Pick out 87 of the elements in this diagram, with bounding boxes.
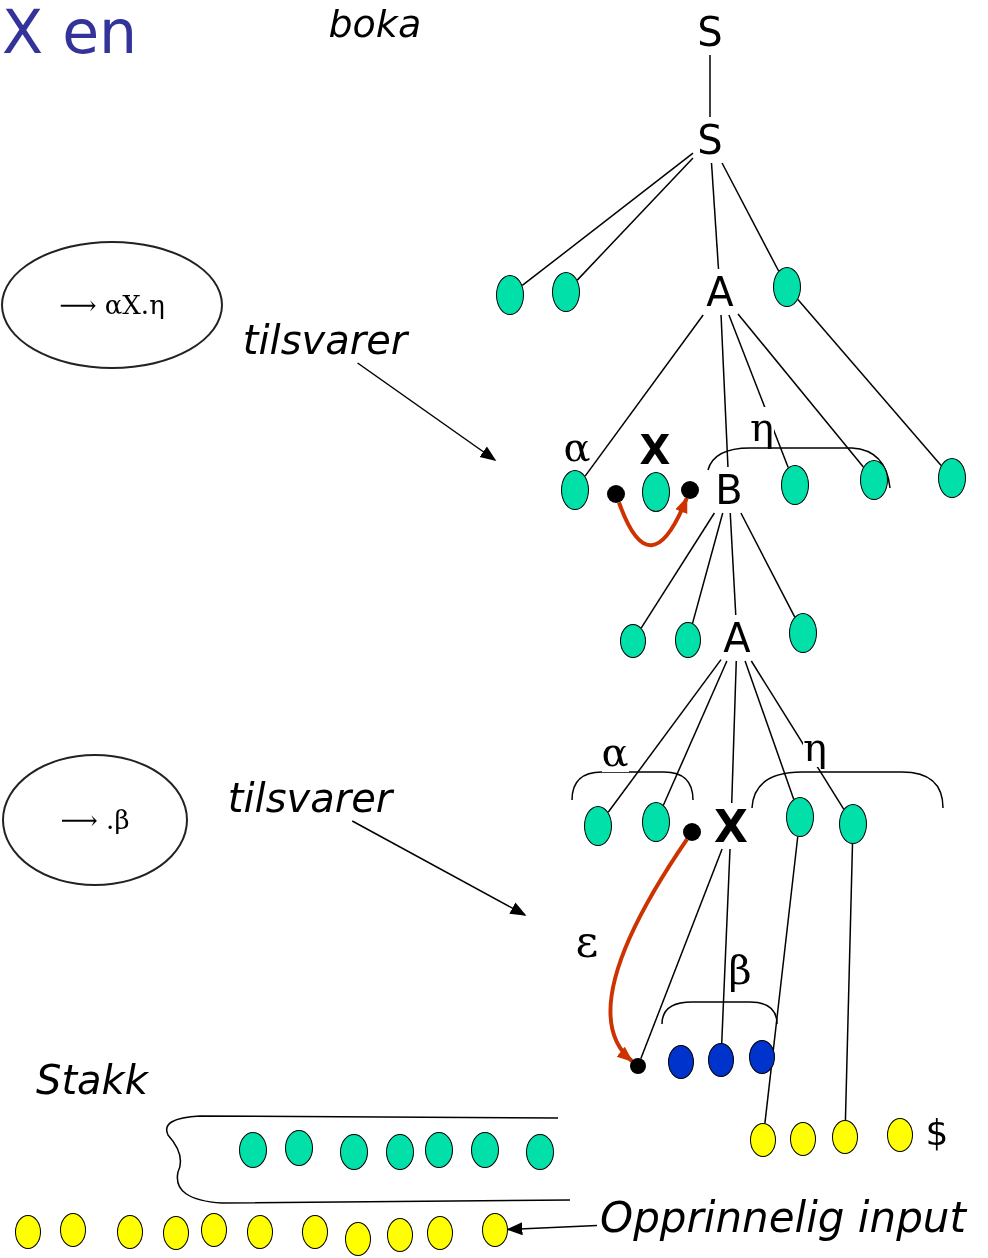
curved-arrow — [608, 838, 689, 1063]
tree-line — [691, 512, 724, 624]
symbol-ellipse — [425, 1132, 453, 1168]
input-symbol-ellipse — [302, 1215, 328, 1249]
symbol-ellipse — [386, 1134, 414, 1170]
symbol-ellipse — [938, 458, 966, 498]
tree-line — [607, 658, 722, 813]
annotation-text: tilsvarer — [221, 775, 399, 821]
tree-line — [584, 314, 704, 477]
tree-line — [721, 848, 731, 1044]
input-symbol-ellipse — [387, 1218, 413, 1252]
tree-symbol: S — [693, 9, 727, 55]
tree-symbol: A — [721, 615, 753, 661]
symbol-ellipse — [496, 275, 524, 315]
symbol-ellipse — [552, 272, 580, 312]
tree-symbol: A — [702, 269, 738, 315]
input-symbol-ellipse — [790, 1122, 816, 1156]
symbol-ellipse — [786, 797, 814, 837]
item-ellipse: ⟶ αX.η — [1, 241, 223, 369]
input-symbol-ellipse — [345, 1222, 371, 1256]
symbol-ellipse — [239, 1132, 267, 1168]
input-symbol-ellipse — [60, 1213, 86, 1247]
symbol-ellipse — [789, 613, 817, 653]
tree-line — [744, 660, 795, 800]
input-symbol-ellipse — [832, 1120, 858, 1154]
symbol-ellipse — [708, 1043, 734, 1077]
symbol-ellipse — [526, 1134, 554, 1170]
symbol-ellipse — [668, 1045, 694, 1079]
tree-line — [797, 298, 942, 467]
tree-line — [662, 660, 728, 806]
symbol-ellipse — [340, 1134, 368, 1170]
tree-symbol: B — [714, 467, 744, 513]
symbol-ellipse — [620, 624, 646, 658]
symbol-label: $ — [925, 1115, 949, 1151]
symbol-ellipse — [561, 470, 589, 510]
position-dot — [683, 823, 701, 841]
symbol-ellipse — [642, 472, 670, 512]
symbol-ellipse — [773, 267, 801, 307]
tree-line — [576, 157, 694, 281]
symbol-ellipse — [839, 804, 867, 844]
symbol-ellipse — [285, 1130, 313, 1166]
tree-line — [721, 162, 780, 272]
annotation-text: Opprinnelig input — [597, 1192, 969, 1242]
curved-arrow — [617, 496, 689, 548]
position-dot — [607, 485, 625, 503]
symbol-ellipse — [471, 1132, 499, 1168]
tree-line — [640, 848, 723, 1060]
input-symbol-ellipse — [201, 1213, 227, 1247]
arrow — [351, 820, 527, 916]
position-dot — [630, 1058, 646, 1074]
arrow — [356, 362, 497, 461]
item-ellipse: ⟶ .β — [2, 754, 188, 886]
input-symbol-ellipse — [887, 1118, 913, 1152]
symbol-ellipse — [675, 622, 701, 658]
symbol-ellipse — [642, 802, 670, 842]
symbol-ellipse — [584, 806, 612, 846]
input-symbol-ellipse — [482, 1213, 508, 1247]
annotation-text: boka — [328, 5, 422, 43]
position-dot — [681, 481, 699, 499]
symbol-ellipse — [781, 465, 809, 505]
tree-line — [844, 843, 854, 1121]
annotation-text: Stakk — [36, 1060, 148, 1100]
tree-line — [731, 660, 737, 804]
annotation-text: tilsvarer — [236, 317, 414, 363]
tree-line — [729, 512, 737, 616]
tree-symbol: S — [693, 117, 727, 163]
tree-line — [640, 512, 716, 629]
input-symbol-ellipse — [163, 1216, 189, 1250]
tree-line — [709, 54, 711, 118]
input-symbol-ellipse — [117, 1215, 143, 1249]
symbol-ellipse — [749, 1040, 775, 1074]
symbol-label: η — [750, 407, 774, 447]
tree-line — [764, 836, 799, 1124]
input-symbol-ellipse — [247, 1215, 273, 1249]
symbol-label: X — [639, 430, 671, 470]
tree-line — [737, 313, 865, 468]
input-symbol-ellipse — [427, 1216, 453, 1250]
symbol-ellipse — [860, 460, 888, 500]
heading: X en — [2, 2, 138, 62]
input-symbol-ellipse — [750, 1123, 776, 1157]
tree-line — [521, 152, 694, 287]
tree-line — [720, 314, 729, 468]
input-symbol-ellipse — [15, 1215, 41, 1249]
tree-line — [740, 512, 796, 618]
tree-line — [710, 162, 720, 270]
tree-symbol: X — [715, 803, 747, 849]
arrow — [506, 1222, 598, 1236]
